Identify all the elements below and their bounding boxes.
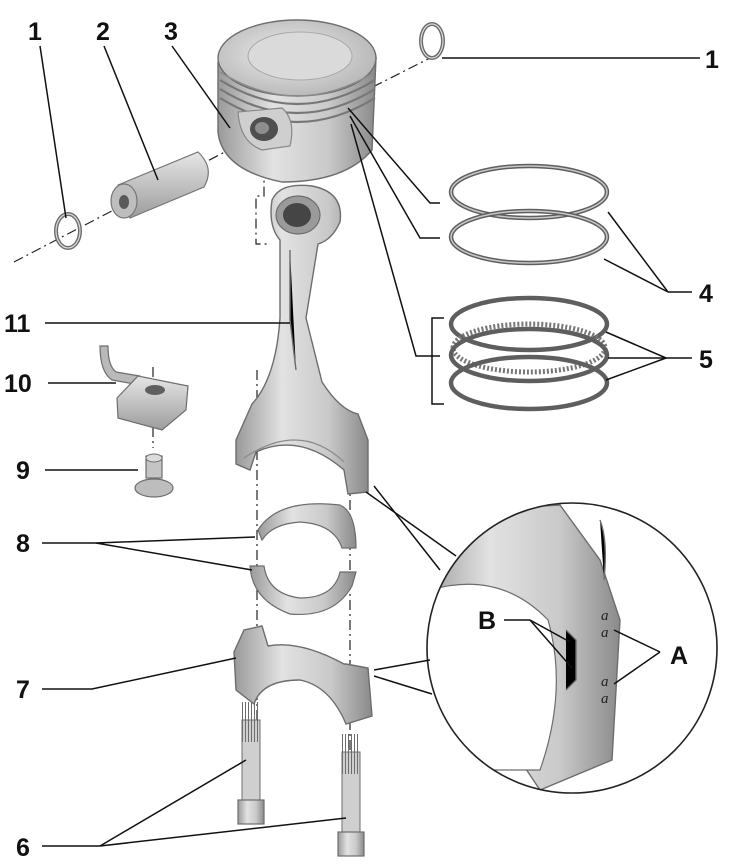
piston-pin xyxy=(110,151,209,219)
connecting-rod xyxy=(235,184,369,495)
callout-8: 8 xyxy=(16,530,30,558)
circlip-left xyxy=(54,212,82,250)
nozzle-bolt xyxy=(134,453,174,498)
callout-5: 5 xyxy=(699,346,713,374)
rod-bolt-right xyxy=(337,734,365,857)
callout-labels: 1 2 3 1 4 5 11 10 9 8 7 6 B A xyxy=(4,18,719,862)
circlip-right xyxy=(419,22,445,60)
callout-A: A xyxy=(670,642,688,670)
callout-6: 6 xyxy=(16,834,30,862)
leader-lines xyxy=(39,45,700,847)
callout-B: B xyxy=(478,607,496,635)
detail-mark-a1: a xyxy=(601,608,609,624)
rod-bolt-left xyxy=(237,702,265,825)
detail-mark-a4: a xyxy=(601,691,609,707)
callout-3: 3 xyxy=(164,18,178,46)
compression-rings xyxy=(448,163,610,266)
piston xyxy=(217,19,377,183)
callout-4: 4 xyxy=(699,280,713,308)
bearing-shells xyxy=(249,503,357,616)
callout-10: 10 xyxy=(4,370,32,398)
callout-9: 9 xyxy=(16,457,30,485)
callout-7: 7 xyxy=(16,676,30,704)
callout-1-right: 1 xyxy=(705,46,719,74)
bearing-cap xyxy=(233,625,373,725)
oil-control-ring-set xyxy=(448,295,610,412)
detail-mark-a3: a xyxy=(601,674,609,690)
detail-view-circle: a a a a xyxy=(426,502,718,794)
callout-11: 11 xyxy=(4,310,31,338)
callout-2: 2 xyxy=(96,18,110,46)
oil-spray-nozzle xyxy=(99,345,189,431)
callout-1-left: 1 xyxy=(28,18,42,46)
detail-mark-a2: a xyxy=(601,625,609,641)
centerlines xyxy=(13,56,433,770)
